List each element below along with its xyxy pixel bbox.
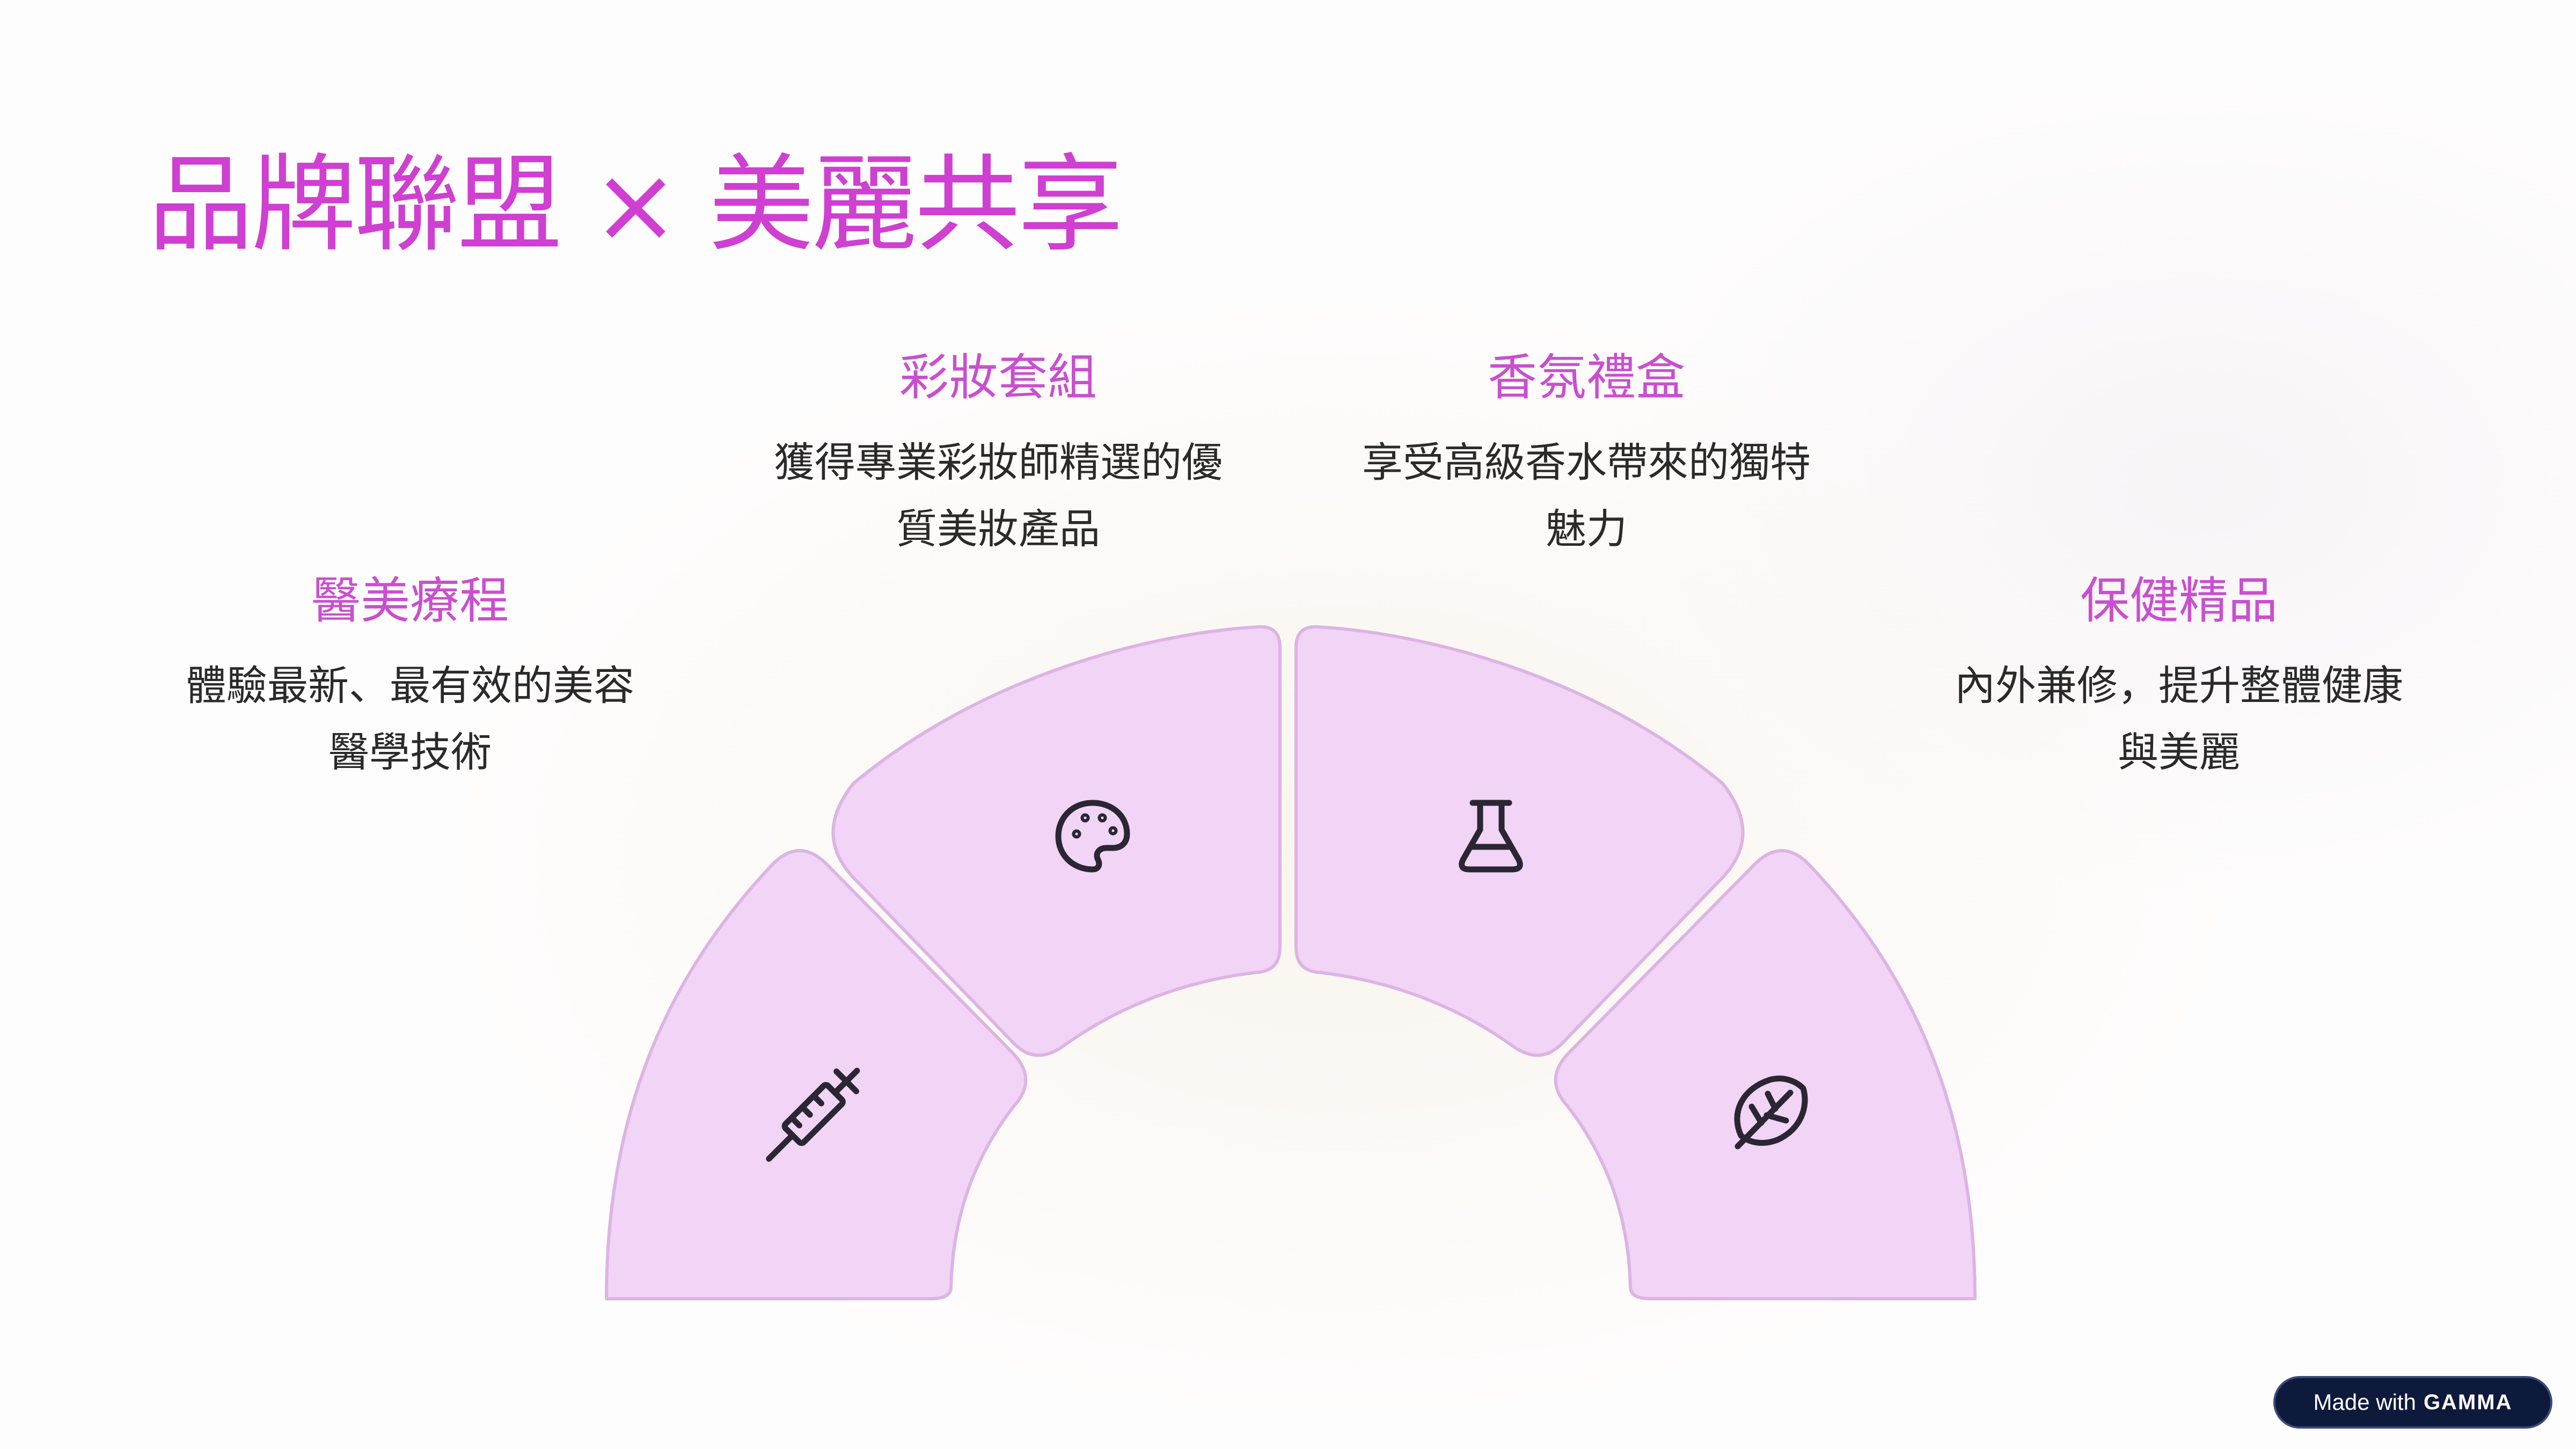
item-title: 醫美療程	[311, 572, 509, 630]
item-health-products: 保健精品 內外兼修，提升整體健康與美麗	[1916, 569, 2442, 786]
item-medical-aesthetics: 醫美療程 體驗最新、最有效的美容醫學技術	[147, 569, 673, 786]
badge-prefix: Made with	[2313, 1389, 2416, 1415]
palette-icon	[1055, 800, 1130, 873]
item-description: 享受高級香水帶來的獨特魅力	[1362, 438, 1811, 553]
syringe-icon	[766, 1067, 860, 1162]
item-fragrance-gift-box: 香氛禮盒 享受高級香水帶來的獨特魅力	[1323, 346, 1849, 562]
arc-segment-medical-aesthetics[interactable]	[605, 849, 1028, 1300]
item-description: 內外兼修，提升整體健康與美麗	[1955, 662, 2403, 776]
item-title: 香氛禮盒	[1487, 349, 1685, 406]
arc-segment-health-products[interactable]	[1554, 849, 1977, 1300]
leaf-icon	[1734, 1075, 1808, 1150]
arc-segment-fragrance-gift-box[interactable]	[1294, 625, 1745, 1057]
slide-title: 品牌聯盟 × 美麗共享	[148, 144, 1123, 266]
gamma-logo: GAMMA	[2423, 1390, 2513, 1414]
item-description: 獲得專業彩妝師精選的優質美妝產品	[774, 438, 1223, 553]
item-makeup-set: 彩妝套組 獲得專業彩妝師精選的優質美妝產品	[735, 346, 1261, 562]
item-title: 保健精品	[2080, 572, 2278, 630]
made-with-gamma-badge[interactable]: Made with GAMMA	[2273, 1376, 2552, 1429]
flask-icon	[1459, 800, 1523, 873]
item-description: 體驗最新、最有效的美容醫學技術	[186, 662, 634, 776]
item-title: 彩妝套組	[899, 349, 1097, 406]
